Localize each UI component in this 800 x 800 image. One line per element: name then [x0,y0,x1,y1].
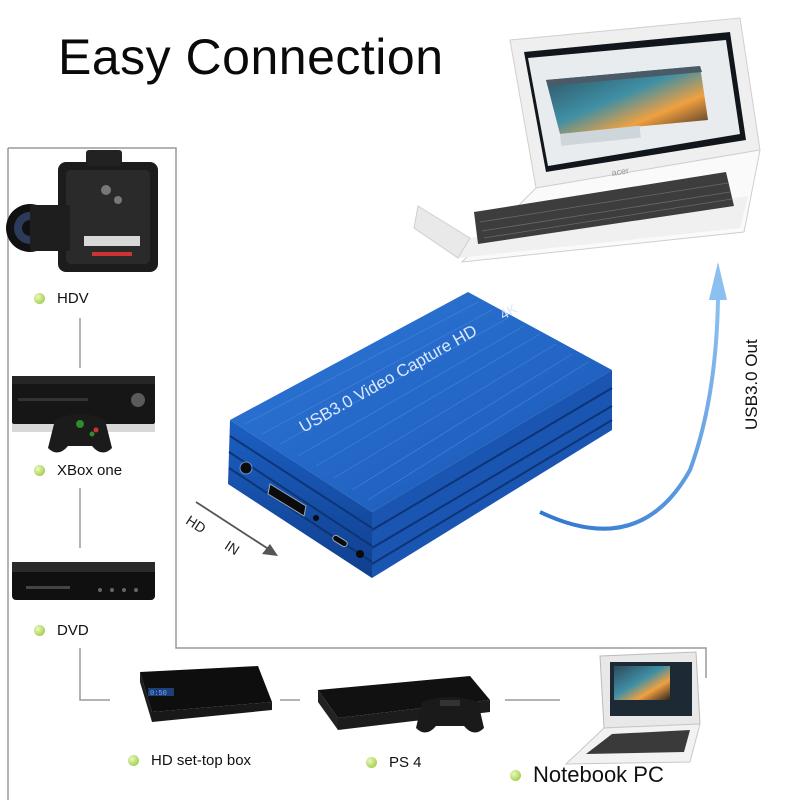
big-laptop-image: acer [413,17,761,263]
usb-out-arrow [539,262,727,531]
source-item-ps4: PS 4 [366,754,422,771]
bullet-icon [128,755,139,766]
notebook-pc-image [564,651,701,765]
bullet-icon [34,465,45,476]
hd-in-arrow [195,501,278,556]
set-top-box-image: 0:50 [140,666,272,722]
bullet-icon [366,757,377,768]
source-item-settop: HD set-top box [128,752,251,769]
ps4-image [318,676,490,733]
bullet-icon [34,625,45,636]
capture-device [228,292,613,578]
xbox-image [12,376,155,453]
source-label: HD set-top box [151,752,252,769]
source-label: PS 4 [389,754,422,771]
dvd-player-image [12,562,155,600]
source-item-hdv: HDV [34,290,89,307]
page-title: Easy Connection [58,29,444,85]
source-item-notebook: Notebook PC [510,762,664,788]
usb-out-label: USB3.0 Out [742,339,761,430]
source-item-xbox: XBox one [34,462,122,479]
bullet-icon [510,769,521,781]
source-label: XBox one [57,462,123,479]
source-label: DVD [57,622,89,639]
bullet-icon [34,293,45,304]
connector-lines [7,147,707,800]
svg-text:0:50: 0:50 [150,690,167,698]
source-label: Notebook PC [533,762,664,787]
source-label: HDV [57,290,89,307]
laptop-logo: acer [611,165,630,178]
source-item-dvd: DVD [34,622,89,639]
camcorder-image [6,150,158,272]
